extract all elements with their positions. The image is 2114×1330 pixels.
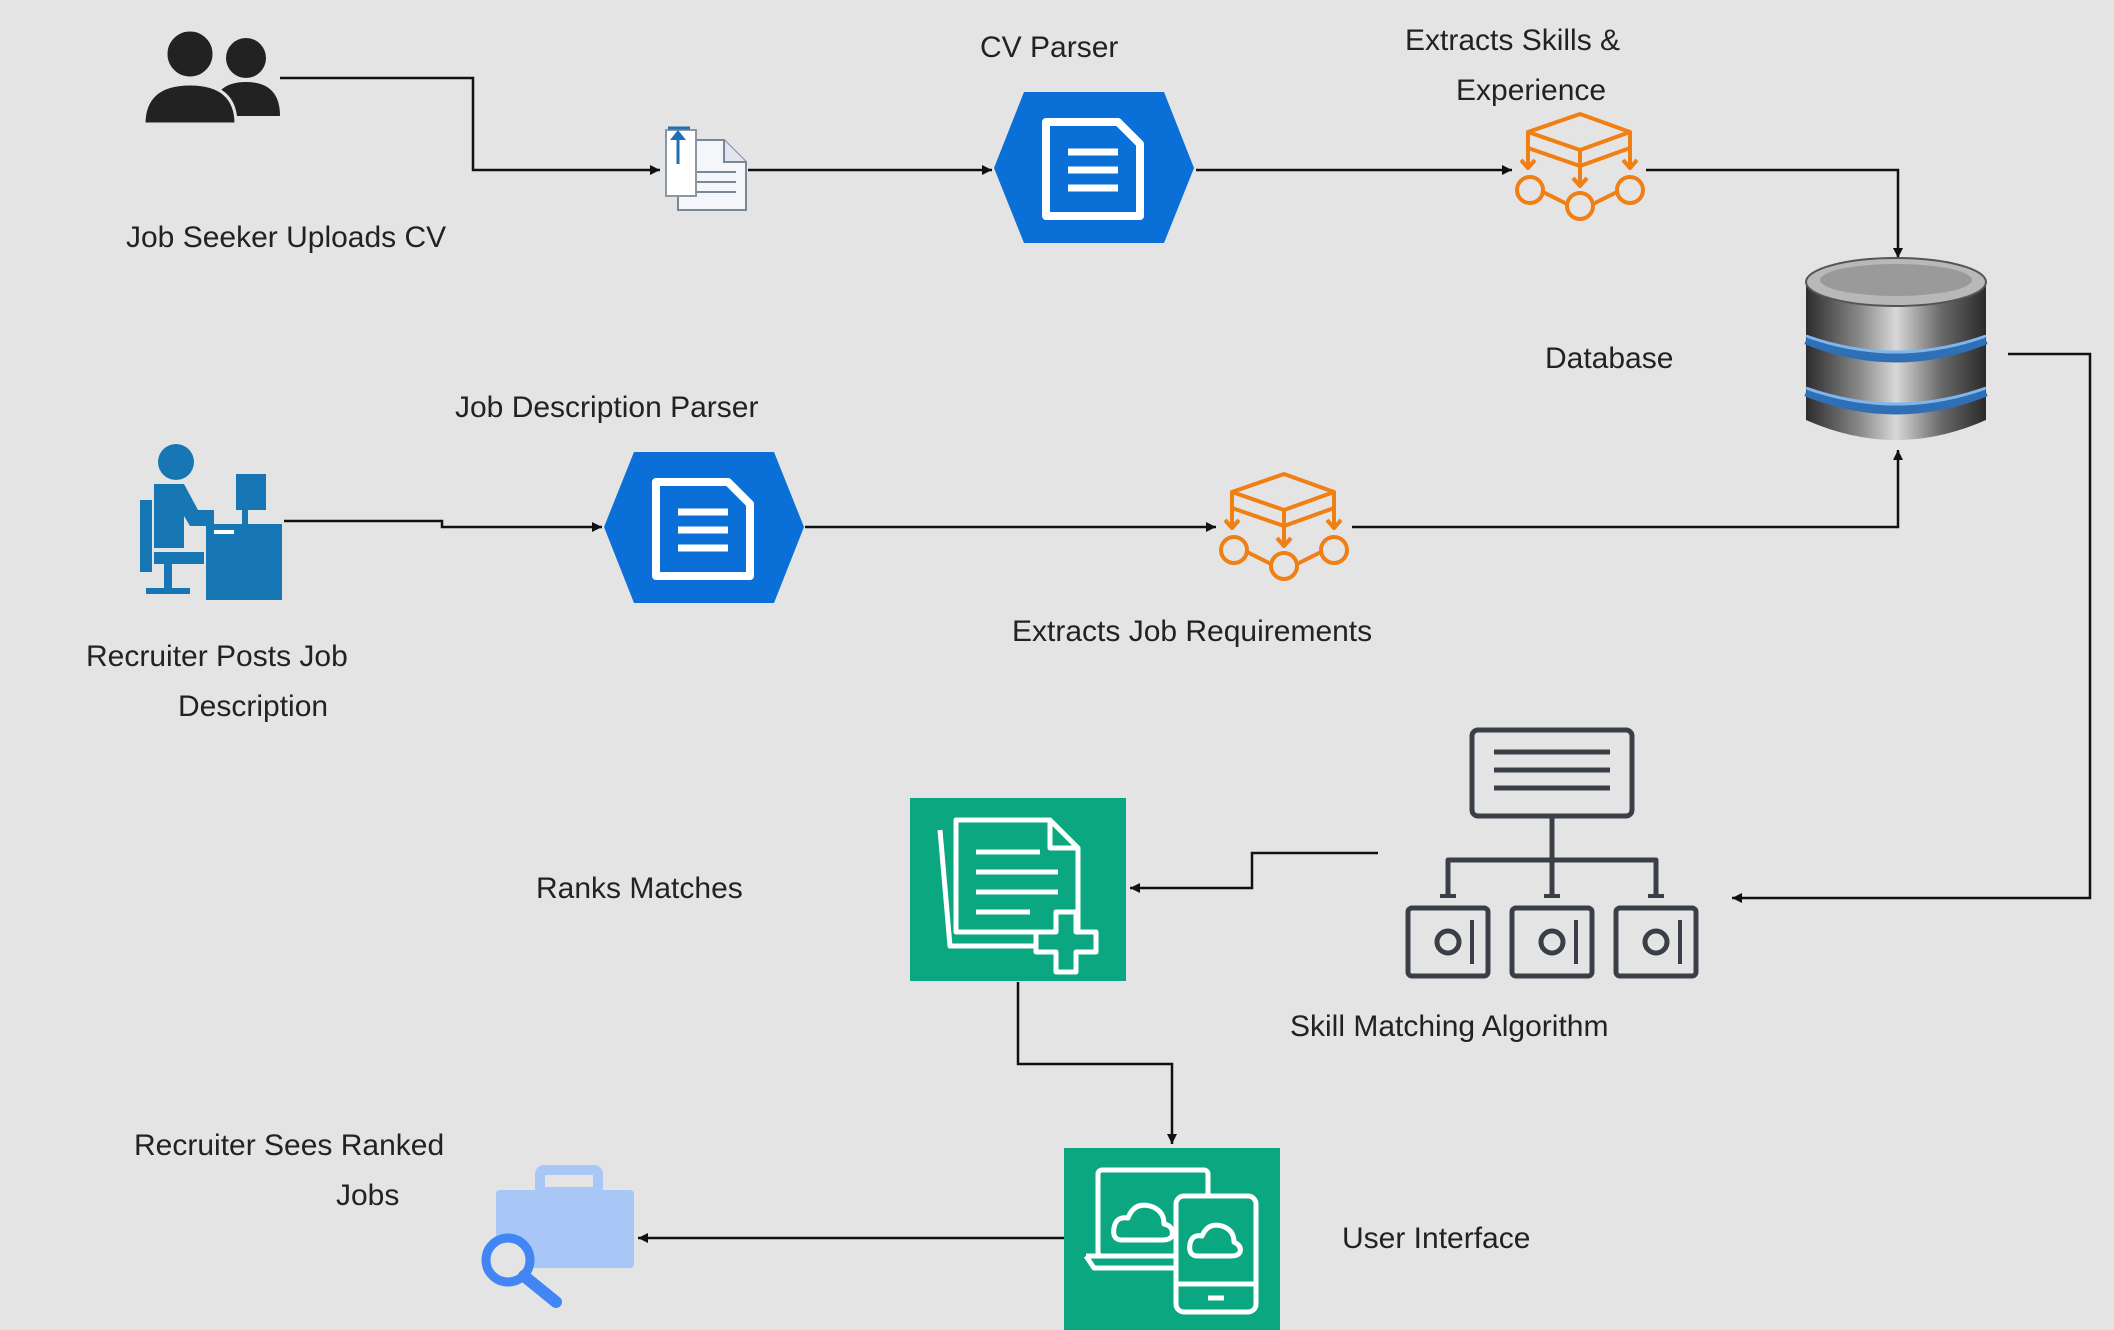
edge-ranks-to-ui: [1016, 982, 1177, 1144]
recruiter-post-label-line1: Recruiter Posts Job: [86, 640, 348, 673]
jd-parser-hexagon-icon: [604, 452, 804, 603]
edge-seeker-to-upload: [280, 76, 660, 175]
job-seeker-group-icon: [142, 28, 280, 126]
edge-recruiter-to-jd-parser: [284, 519, 602, 532]
jd-parser-label: Job Description Parser: [455, 391, 758, 424]
edge-extract-skills-to-database: [1646, 168, 1903, 258]
edge-extract-req-to-database: [1352, 450, 1903, 529]
cv-parser-label: CV Parser: [980, 31, 1118, 64]
job-seeker-label: Job Seeker Uploads CV: [126, 221, 446, 254]
edge-skill-matching-to-ranks: [1130, 851, 1378, 893]
recruiter-sees-label-line1: Recruiter Sees Ranked: [134, 1129, 444, 1162]
ranks-matches-label: Ranks Matches: [536, 872, 743, 905]
ranks-matches-document-icon: [910, 798, 1126, 981]
extract-requirements-label: Extracts Job Requirements: [1012, 615, 1372, 648]
recruiter-sees-label-line2: Jobs: [336, 1179, 399, 1212]
extract-skills-workflow-icon: [1515, 112, 1645, 221]
extract-skills-label-line1: Extracts Skills &: [1405, 24, 1620, 57]
extract-skills-label-line2: Experience: [1456, 74, 1606, 107]
edge-database-to-skill-matching: [1732, 352, 2092, 903]
extract-requirements-workflow-icon: [1219, 472, 1349, 581]
user-interface-label: User Interface: [1342, 1222, 1530, 1255]
recruiter-post-label-line2: Description: [178, 690, 328, 723]
job-search-briefcase-icon: [481, 1165, 634, 1308]
user-interface-devices-icon: [1064, 1148, 1280, 1330]
cv-parser-hexagon-icon: [994, 92, 1194, 243]
cv-upload-document-icon: [665, 126, 747, 211]
recruiter-at-desk-icon: [140, 444, 282, 600]
database-label: Database: [1545, 342, 1673, 375]
skill-matching-label: Skill Matching Algorithm: [1290, 1010, 1608, 1043]
skill-matching-algorithm-icon: [1405, 727, 1699, 979]
connectors: [280, 76, 2092, 1243]
database-icon: [1804, 257, 1988, 440]
